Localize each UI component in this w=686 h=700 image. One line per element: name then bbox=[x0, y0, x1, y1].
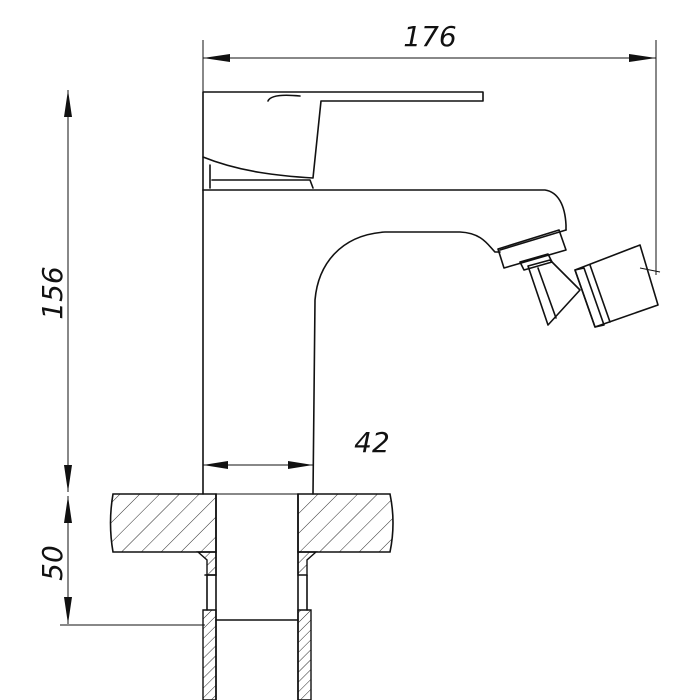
dimension-label-156: 156 bbox=[36, 266, 69, 319]
dimension-overall-width: 176 bbox=[202, 20, 657, 275]
dimension-label-42: 42 bbox=[354, 426, 390, 459]
dimension-height-above-counter: 156 bbox=[36, 90, 72, 492]
faucet-body bbox=[202, 189, 567, 495]
mounting-shank bbox=[196, 493, 318, 700]
swivel-nozzle bbox=[497, 229, 661, 328]
dimension-below-counter: 50 bbox=[36, 496, 205, 626]
lever-handle bbox=[202, 91, 484, 191]
dimension-label-50: 50 bbox=[36, 545, 69, 581]
countertop-section bbox=[109, 493, 394, 553]
dimension-label-176: 176 bbox=[403, 20, 456, 53]
dimension-body-width: 42 bbox=[203, 426, 390, 469]
